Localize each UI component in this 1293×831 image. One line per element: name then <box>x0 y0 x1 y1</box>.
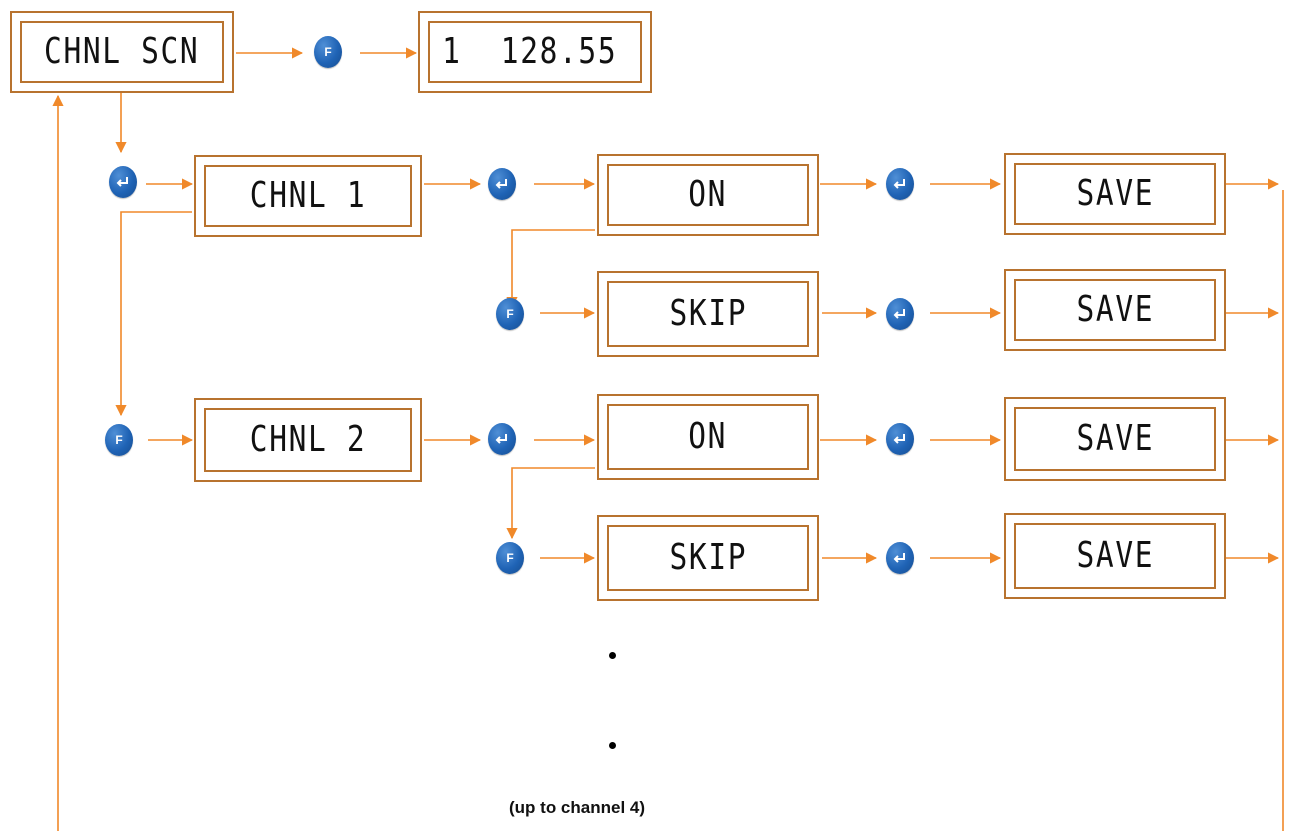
reading-display: 1 128.55 <box>418 11 652 93</box>
f-button[interactable]: F <box>314 36 342 68</box>
channel-1-skip-display: SKIP <box>597 271 819 357</box>
f-button[interactable]: F <box>496 298 524 330</box>
save-text: SAVE <box>1076 418 1154 459</box>
channel-1-skip-save-display: SAVE <box>1004 269 1226 351</box>
enter-button[interactable] <box>886 298 914 330</box>
skip-text: SKIP <box>669 537 747 578</box>
channel-1-on-save-display: SAVE <box>1004 153 1226 235</box>
on-text: ON <box>688 416 728 457</box>
save-text: SAVE <box>1076 535 1154 576</box>
save-text: SAVE <box>1076 289 1154 330</box>
enter-button[interactable] <box>886 168 914 200</box>
enter-button[interactable] <box>488 423 516 455</box>
on-text: ON <box>688 174 728 215</box>
channel-2-skip-save-display: SAVE <box>1004 513 1226 599</box>
reading-channel: 1 <box>442 31 462 72</box>
f-label: F <box>115 433 123 447</box>
reading-display-text: 1 128.55 <box>430 34 640 70</box>
channel-2-skip-display: SKIP <box>597 515 819 601</box>
f-label: F <box>506 307 514 321</box>
channel-2-text: CHNL 2 <box>249 419 367 460</box>
enter-button[interactable] <box>886 423 914 455</box>
channel-1-display: CHNL 1 <box>194 155 422 237</box>
f-label: F <box>324 45 332 59</box>
menu-display-chnl-scn: CHNL SCN <box>10 11 234 93</box>
continuation-dot <box>609 742 616 749</box>
channel-1-on-display: ON <box>597 154 819 236</box>
enter-button[interactable] <box>109 166 137 198</box>
channel-2-display: CHNL 2 <box>194 398 422 482</box>
enter-arrow-icon <box>893 434 905 444</box>
f-button[interactable]: F <box>105 424 133 456</box>
f-label: F <box>506 551 514 565</box>
reading-value: 128.55 <box>500 31 618 72</box>
menu-display-text: CHNL SCN <box>44 31 200 72</box>
enter-arrow-icon <box>893 553 905 563</box>
enter-button[interactable] <box>886 542 914 574</box>
continuation-dot <box>609 652 616 659</box>
enter-arrow-icon <box>495 434 507 444</box>
enter-button[interactable] <box>488 168 516 200</box>
channel-2-on-save-display: SAVE <box>1004 397 1226 481</box>
channel-2-on-display: ON <box>597 394 819 480</box>
enter-arrow-icon <box>893 309 905 319</box>
f-button[interactable]: F <box>496 542 524 574</box>
channel-1-text: CHNL 1 <box>249 175 367 216</box>
enter-arrow-icon <box>116 177 128 187</box>
save-text: SAVE <box>1076 173 1154 214</box>
enter-arrow-icon <box>893 179 905 189</box>
skip-text: SKIP <box>669 293 747 334</box>
enter-arrow-icon <box>495 179 507 189</box>
footer-note: (up to channel 4) <box>509 798 645 817</box>
